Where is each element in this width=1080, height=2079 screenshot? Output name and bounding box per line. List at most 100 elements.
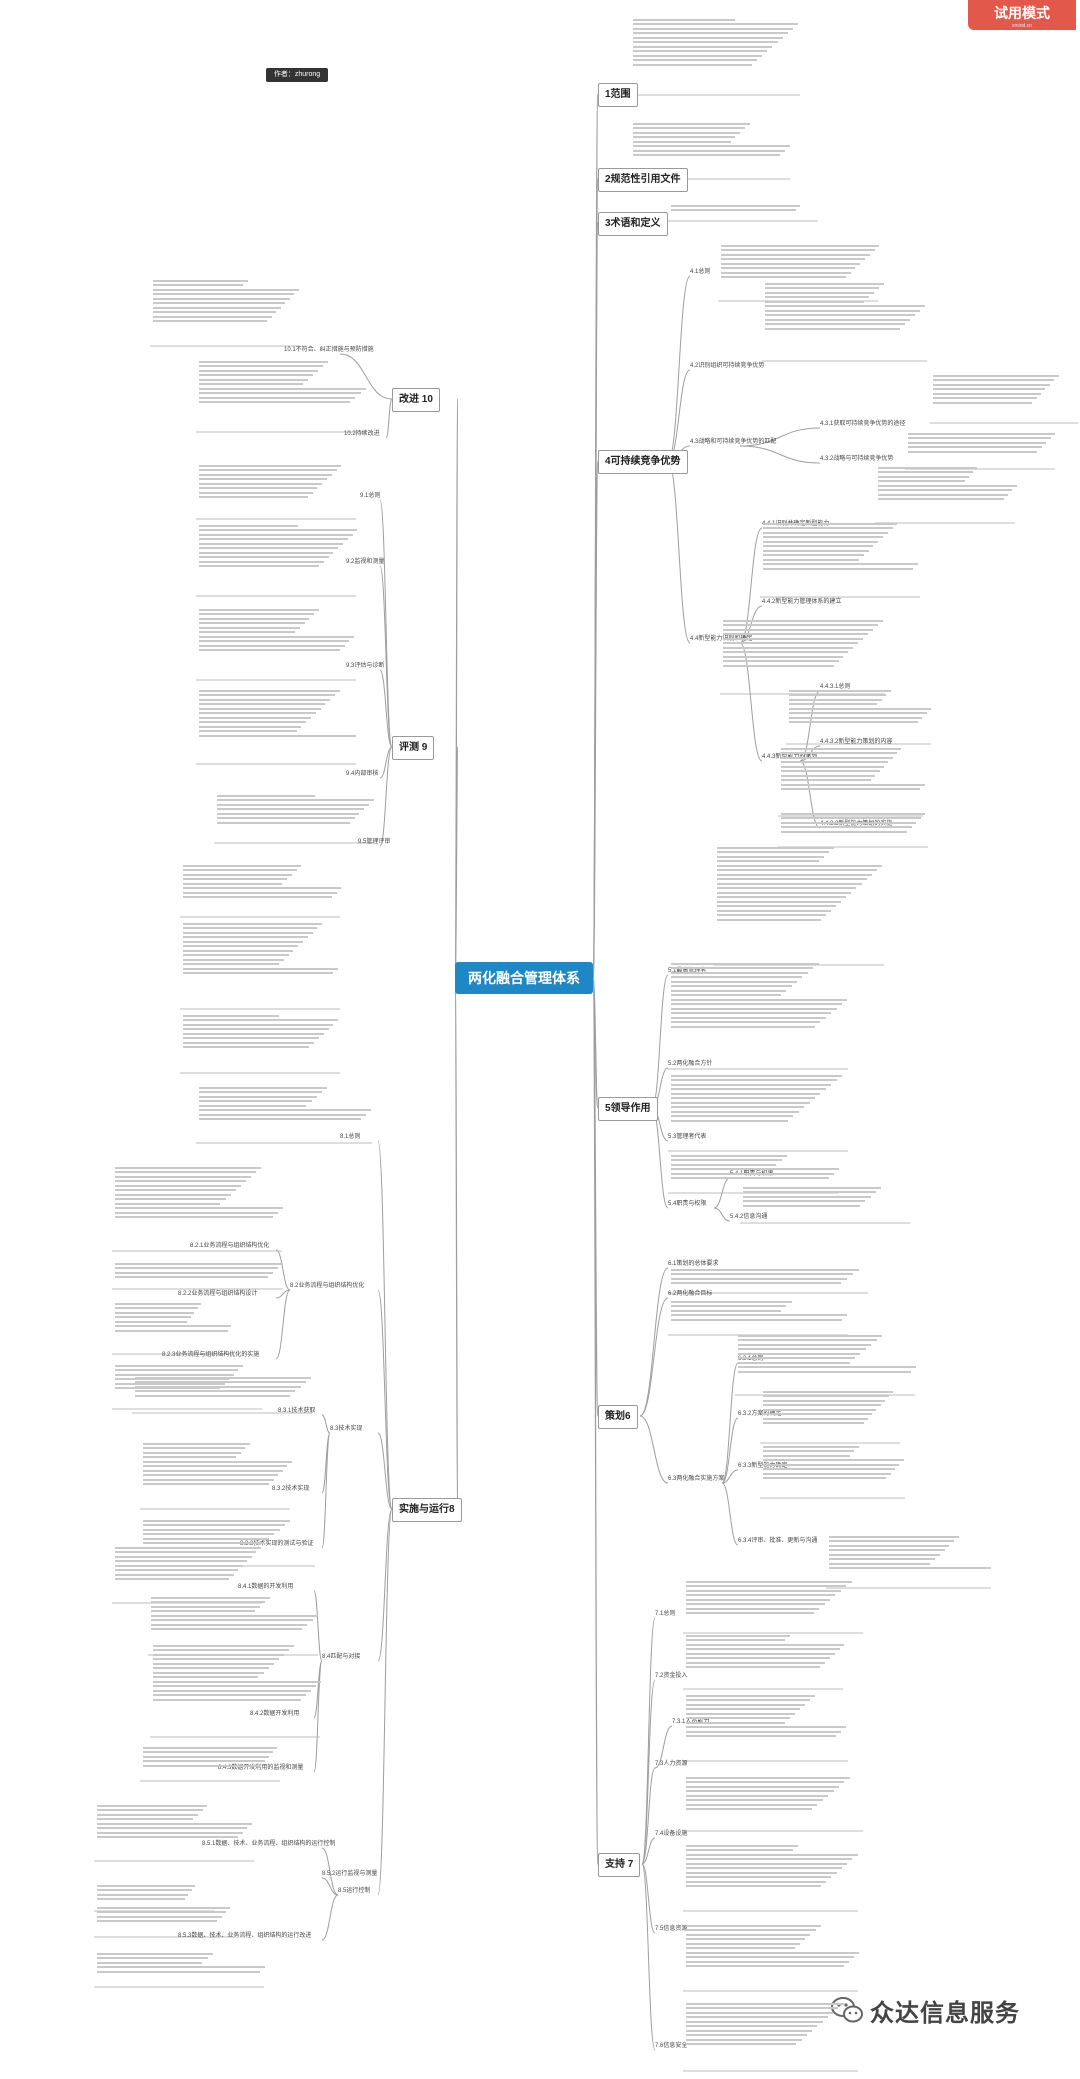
node-6-3-1[interactable]: 6.3.1总则 — [738, 1356, 764, 1362]
node-7-1[interactable]: 7.1总则 — [655, 1611, 676, 1617]
link-7-2 — [641, 1767, 656, 1865]
text-line — [115, 1193, 231, 1196]
node-8-4-2[interactable]: 8.4.2数据开发利用 — [250, 1711, 300, 1717]
text-line — [115, 1207, 284, 1209]
node-8-2[interactable]: 8.2业务流程与组织结构优化 — [290, 1283, 365, 1289]
node-8-5-3[interactable]: 8.5.3数据、技术、业务流程、组织结构的运行改进 — [178, 1933, 312, 1939]
text-line — [789, 698, 882, 701]
text-line — [686, 1858, 853, 1860]
text-line — [717, 851, 830, 853]
text-line — [199, 378, 308, 381]
node-8-1[interactable]: 8.1总则 — [340, 1134, 361, 1140]
root-topic[interactable]: 两化融合管理体系 — [455, 962, 593, 994]
trial-mode-badge[interactable]: 试用模式 xmind.cn — [968, 0, 1076, 30]
text-line — [183, 967, 339, 970]
node-8-5-2[interactable]: 8.5.2运行监视与测量 — [322, 1871, 378, 1877]
node-4-4[interactable]: 4.4新型能力识别和确定 — [690, 636, 753, 642]
node-10-1[interactable]: 10.1不符合、纠正措施与预防措施 — [284, 347, 374, 353]
node-6-1[interactable]: 6.1策划的总体要求 — [668, 1261, 719, 1267]
branch-scope[interactable]: 1范围 — [598, 83, 638, 107]
text-line — [829, 1535, 960, 1538]
text-line — [933, 392, 1042, 395]
node-8-4[interactable]: 8.4匹配与对接 — [322, 1654, 361, 1660]
node-8-2-3[interactable]: 8.2.3业务流程与组织结构优化的实施 — [162, 1352, 260, 1358]
text-line — [143, 1519, 290, 1522]
node-8-4-3[interactable]: 8.4.3数据开发利用的监视和测量 — [218, 1765, 304, 1771]
node-8-2-1[interactable]: 8.2.1业务流程与组织结构优化 — [190, 1243, 270, 1249]
node-7-3[interactable]: 7.3人力资源 — [655, 1761, 688, 1767]
text-line — [633, 50, 768, 52]
node-4-4-3-1[interactable]: 4.4.3.1总则 — [820, 684, 851, 690]
branch-terms-definitions[interactable]: 3术语和定义 — [598, 212, 668, 236]
node-8-5-1[interactable]: 8.5.1数据、技术、业务流程、组织结构的运行控制 — [202, 1841, 336, 1847]
node-5-4-2[interactable]: 5.4.2信息沟通 — [730, 1214, 768, 1220]
node-10-2[interactable]: 10.2持续改进 — [344, 431, 380, 437]
node-8-5[interactable]: 8.5运行控制 — [338, 1888, 371, 1894]
text-line — [671, 1097, 815, 1099]
node-8-3-1[interactable]: 8.3.1技术获取 — [278, 1408, 316, 1414]
node-4-3[interactable]: 4.3战略和可持续竞争优势的匹配 — [690, 439, 777, 445]
node-7-2[interactable]: 7.2资金投入 — [655, 1673, 688, 1679]
branch-support[interactable]: 支持 7 — [598, 1853, 641, 1877]
text-line — [115, 1171, 257, 1173]
branch-normative-references[interactable]: 2规范性引用文件 — [598, 168, 688, 192]
text-line — [686, 1657, 830, 1659]
text-block-43 — [112, 1258, 288, 1292]
node-4-3-1[interactable]: 4.3.1获取可持续竞争优势的途径 — [820, 421, 906, 427]
node-7-4[interactable]: 7.4设备设施 — [655, 1831, 688, 1837]
branch-improvement[interactable]: 改进 10 — [392, 388, 440, 412]
node-9-1[interactable]: 9.1总则 — [360, 493, 381, 499]
node-4-1[interactable]: 4.1总则 — [690, 269, 711, 275]
node-7-6[interactable]: 7.6信息安全 — [655, 2043, 688, 2049]
node-5-4[interactable]: 5.4职责与权限 — [668, 1201, 707, 1207]
text-line — [97, 1813, 198, 1816]
text-line — [763, 1417, 868, 1420]
text-line — [763, 554, 864, 556]
node-6-3-3[interactable]: 6.3.3新型能力确定 — [738, 1463, 788, 1469]
text-line — [686, 1924, 821, 1927]
node-5-2[interactable]: 5.2两化融合方针 — [668, 1061, 713, 1067]
branch-planning[interactable]: 策划6 — [598, 1405, 638, 1429]
node-4-4-3-3[interactable]: 4.4.3.3新型能力策划的实施 — [820, 821, 893, 827]
node-7-5[interactable]: 7.5信息资源 — [655, 1926, 688, 1932]
node-4-3-2[interactable]: 4.3.2战略与可持续竞争优势 — [820, 456, 894, 462]
branch-leadership[interactable]: 5领导作用 — [598, 1097, 658, 1121]
node-5-3[interactable]: 5.3管理者代表 — [668, 1134, 707, 1140]
node-4-2[interactable]: 4.2识别组织可持续竞争优势 — [690, 363, 765, 369]
text-line — [763, 545, 874, 547]
node-6-3-2[interactable]: 6.3.2方案的确定 — [738, 1411, 782, 1417]
node-9-5[interactable]: 9.5管理评审 — [358, 839, 391, 845]
text-block-25 — [683, 1630, 849, 1692]
node-9-3[interactable]: 9.3评估与诊断 — [346, 663, 385, 669]
text-line — [199, 689, 340, 692]
branch-evaluation[interactable]: 评测 9 — [392, 736, 435, 760]
node-6-3[interactable]: 6.3两化融合实施方案 — [668, 1476, 725, 1482]
link-8-3 — [377, 1508, 393, 1662]
text-line — [721, 249, 875, 251]
text-line — [199, 725, 302, 728]
node-9-4[interactable]: 9.4内部审核 — [346, 771, 379, 777]
node-6-3-4[interactable]: 6.3.4评审、批准、更新与沟通 — [738, 1538, 818, 1544]
text-line — [686, 1781, 845, 1783]
text-line — [763, 1445, 859, 1448]
text-line — [115, 1373, 234, 1376]
node-8-4-1[interactable]: 8.4.1数据的开发利用 — [238, 1584, 294, 1590]
node-8-3-2[interactable]: 8.3.2技术实现 — [272, 1486, 310, 1492]
node-4-4-3-2[interactable]: 4.4.3.2新型能力策划的内容 — [820, 739, 893, 745]
node-4-4-2[interactable]: 4.4.2新型能力管理体系的建立 — [762, 599, 842, 605]
branch-implementation[interactable]: 实施与运行8 — [392, 1498, 462, 1522]
node-9-2[interactable]: 9.2监视和测量 — [346, 559, 385, 565]
node-8-2-2[interactable]: 8.2.2业务流程与组织结构设计 — [178, 1291, 258, 1297]
text-line — [199, 524, 299, 527]
text-line — [153, 1698, 301, 1701]
text-line — [183, 869, 297, 871]
text-line — [115, 1329, 228, 1332]
branch-competitive-advantage[interactable]: 4可持续竞争优势 — [598, 450, 688, 474]
text-block-5 — [930, 370, 1080, 426]
node-8-3[interactable]: 8.3技术实现 — [330, 1426, 363, 1432]
text-line — [763, 549, 869, 552]
node-8-3-3[interactable]: 8.3.3技术实现的测试与验证 — [240, 1541, 314, 1547]
node-5-1[interactable]: 5.1最高管理者 — [668, 967, 706, 975]
text-line — [723, 660, 839, 662]
node-6-2[interactable]: 6.2两化融合目标 — [668, 1291, 713, 1297]
